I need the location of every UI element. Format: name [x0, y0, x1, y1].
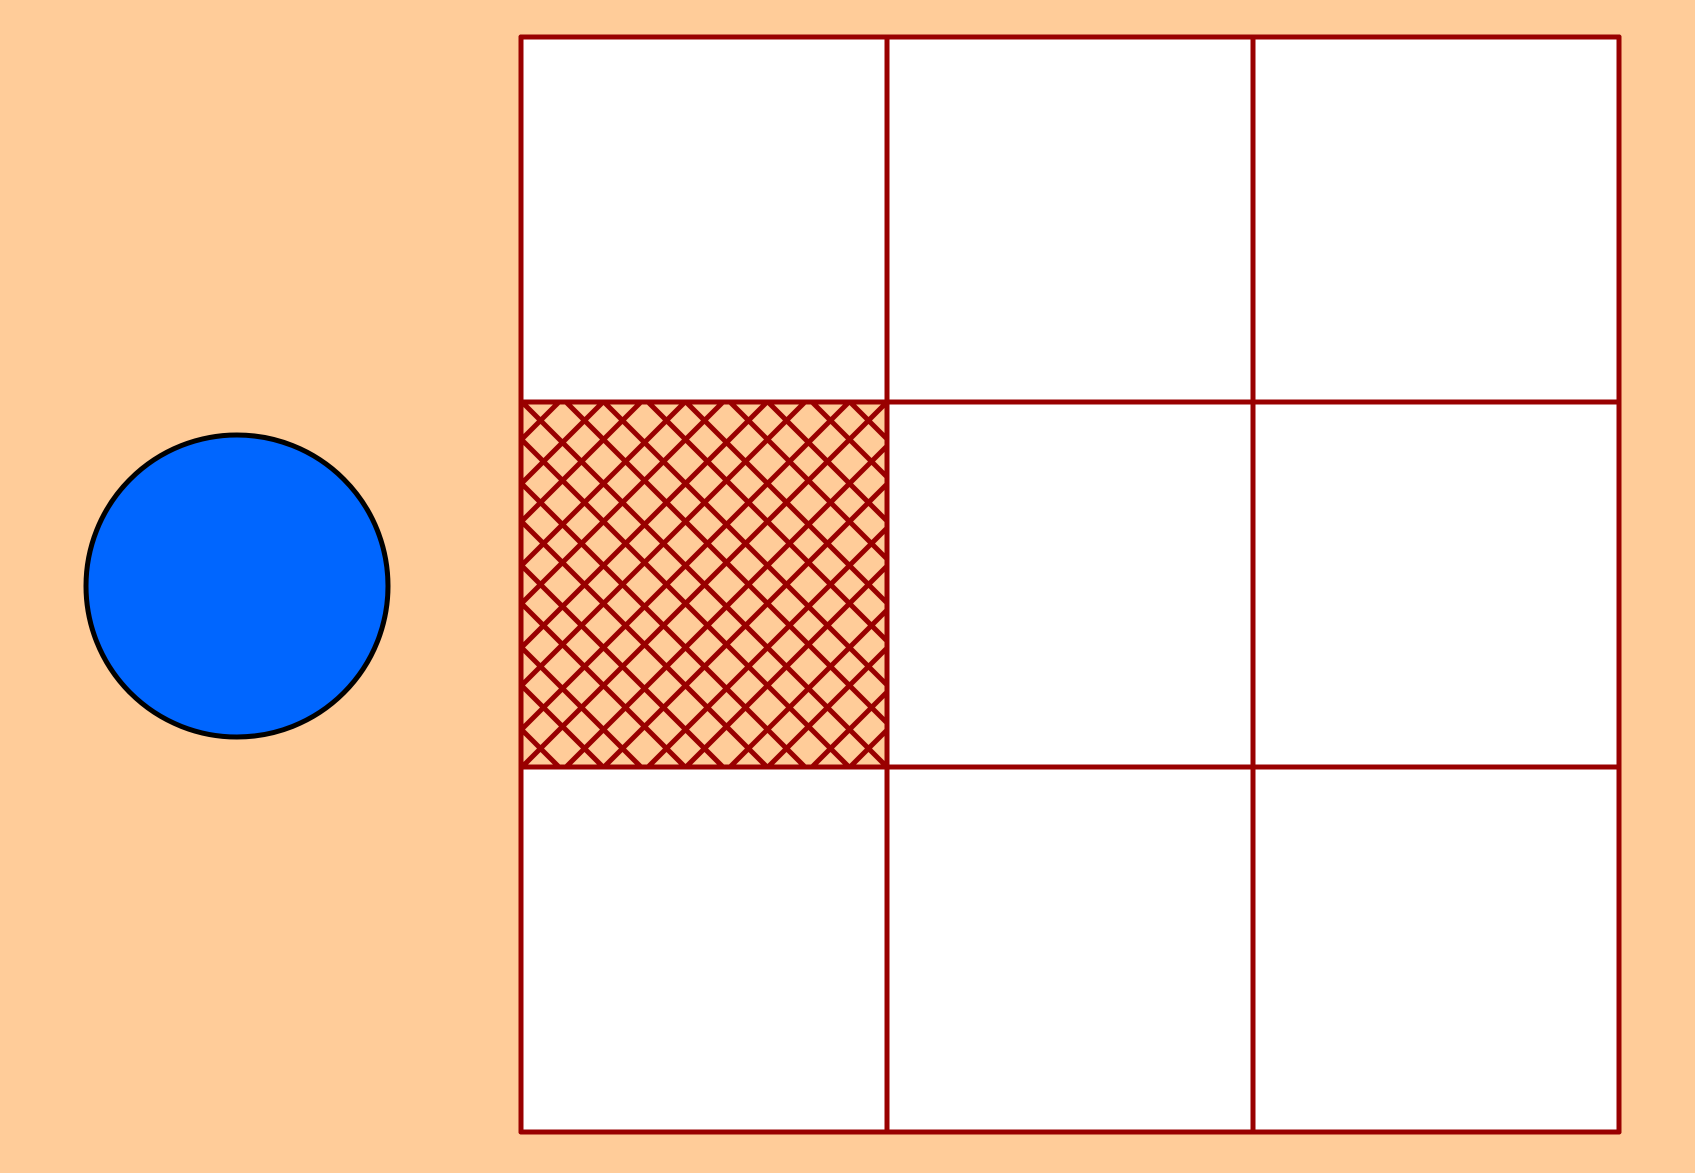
board-cell-2-1[interactable]	[887, 767, 1253, 1132]
hatch-line	[728, 606, 887, 767]
board-cell-2-2[interactable]	[1253, 767, 1619, 1132]
hatch-line	[810, 402, 887, 481]
crosshatch-pattern	[0, 402, 887, 767]
hatch-line	[646, 524, 887, 767]
hatch-line	[684, 562, 887, 767]
hatch-line	[0, 402, 29, 767]
board-cell-0-0[interactable]	[521, 37, 887, 402]
hatch-line	[602, 480, 887, 767]
board-cell-0-1[interactable]	[887, 37, 1253, 402]
hatch-line	[0, 402, 67, 767]
board-cell-2-0[interactable]	[521, 767, 887, 1132]
game-board	[521, 37, 1619, 1132]
board-grid-lines	[518, 34, 1622, 1135]
hatch-line	[810, 688, 887, 767]
hatch-line	[0, 402, 67, 767]
hatch-line	[0, 402, 29, 767]
board-cell-1-2[interactable]	[1253, 402, 1619, 767]
hatch-line	[766, 644, 887, 767]
board-cell-0-2[interactable]	[1253, 37, 1619, 402]
hatch-line	[766, 402, 887, 525]
board-cell-1-1[interactable]	[887, 402, 1253, 767]
blue-circle-piece-icon[interactable]	[83, 432, 391, 740]
hatch-line	[728, 402, 887, 563]
